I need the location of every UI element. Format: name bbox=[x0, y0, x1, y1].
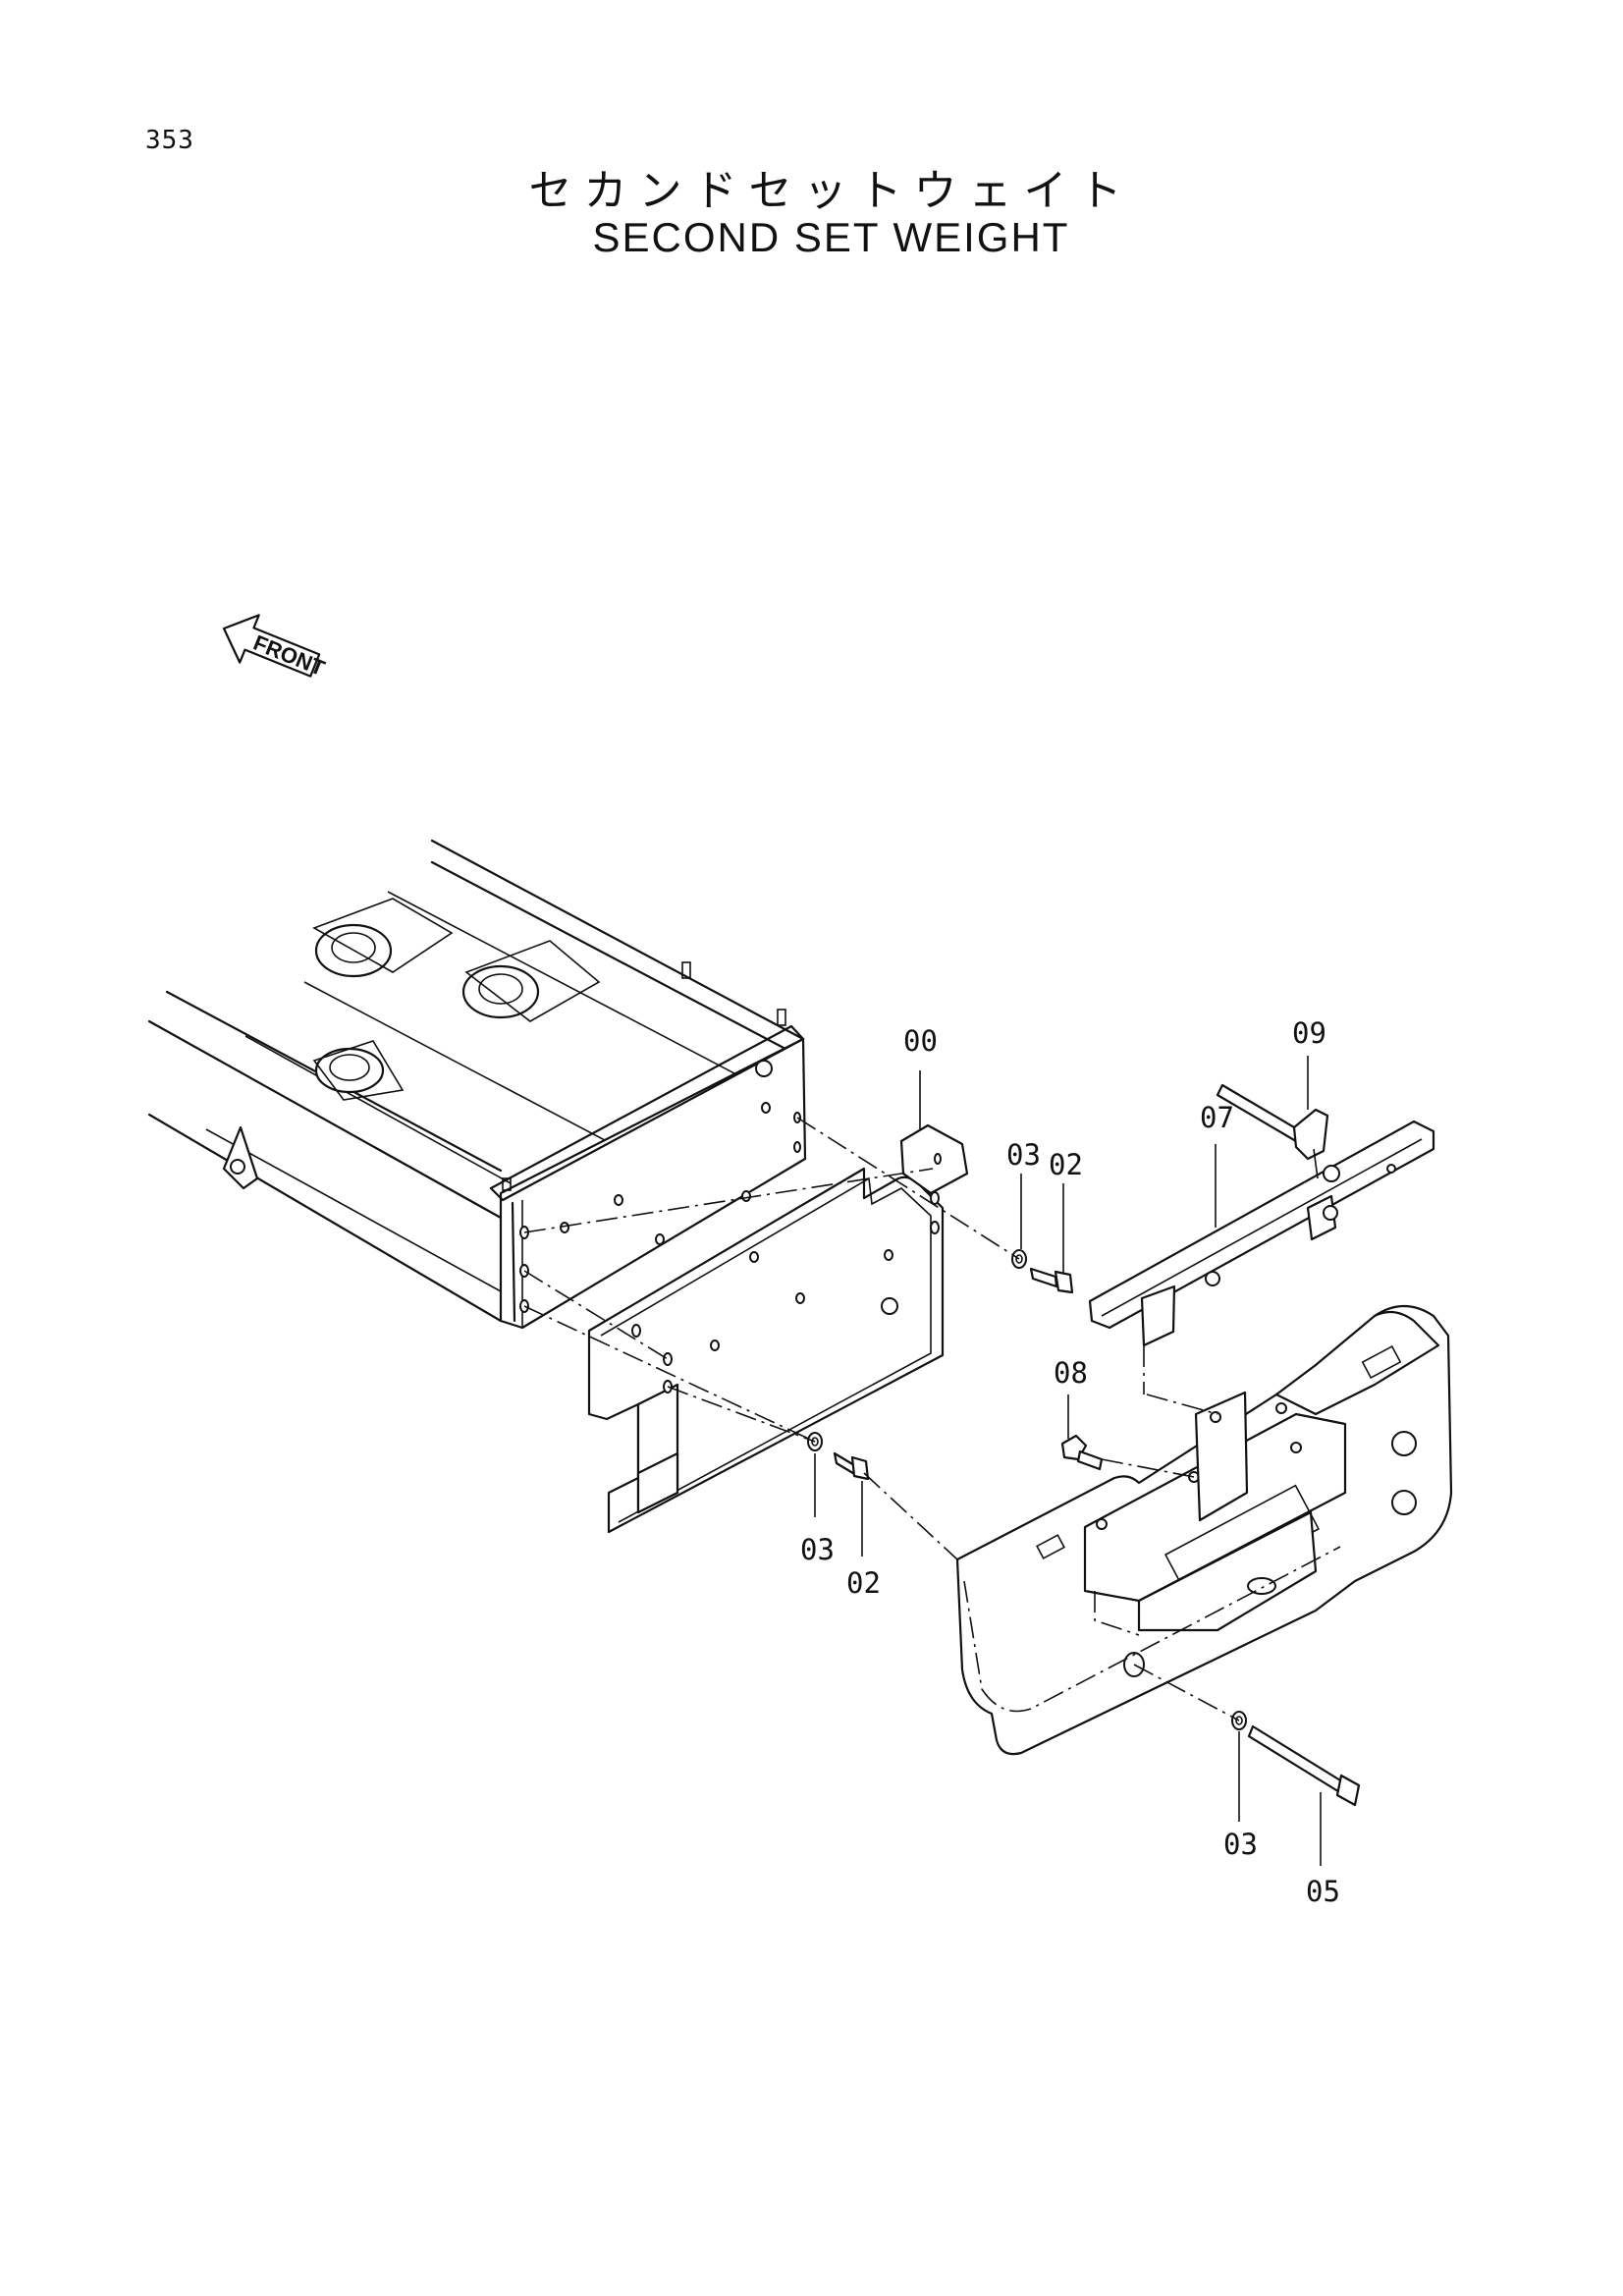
upper-frame bbox=[147, 839, 807, 1330]
front-arrow-label: FRONT bbox=[250, 630, 329, 682]
stay-plate bbox=[1194, 1391, 1249, 1522]
part-label-02-upper: 02 bbox=[1049, 1148, 1083, 1181]
bolt-02-upper bbox=[1029, 1267, 1074, 1294]
assembly-lines bbox=[523, 1117, 1240, 1722]
leader-lines bbox=[814, 1056, 1322, 1866]
part-label-00: 00 bbox=[903, 1024, 938, 1058]
part-label-09: 09 bbox=[1292, 1016, 1326, 1050]
part-label-08: 08 bbox=[1054, 1356, 1088, 1390]
bolt-05 bbox=[1247, 1724, 1361, 1807]
cable-tie bbox=[1216, 1083, 1340, 1182]
page-title-english: SECOND SET WEIGHT bbox=[592, 214, 1070, 260]
bolt-02-middle bbox=[833, 1451, 870, 1481]
bracket-plate bbox=[1088, 1120, 1435, 1347]
bolt-08 bbox=[1060, 1434, 1104, 1471]
part-label-03-middle: 03 bbox=[800, 1533, 835, 1566]
front-arrow-icon: FRONT bbox=[222, 614, 329, 682]
part-label-03-upper: 03 bbox=[1006, 1138, 1041, 1172]
part-label-05: 05 bbox=[1306, 1875, 1340, 1908]
spacer-plate bbox=[587, 1123, 969, 1534]
part-label-02-middle: 02 bbox=[846, 1566, 881, 1600]
part-label-07: 07 bbox=[1200, 1101, 1234, 1134]
page-number: 353 bbox=[145, 126, 194, 155]
part-labels: 00 09 07 03 02 08 03 02 03 05 bbox=[800, 1016, 1340, 1908]
counterweight bbox=[955, 1305, 1453, 1756]
part-label-03-lower: 03 bbox=[1223, 1828, 1258, 1861]
fasteners bbox=[807, 1249, 1361, 1807]
page-title-japanese: セカンドセットウェイト bbox=[528, 166, 1134, 216]
